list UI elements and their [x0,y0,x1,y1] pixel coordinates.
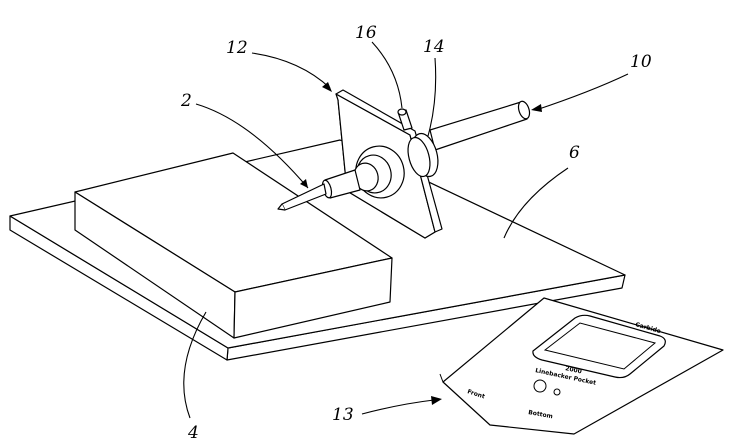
label-4: 4 [187,423,199,443]
label-12: 12 [226,38,248,58]
arrow-12 [322,82,332,92]
tool [277,169,361,211]
arrow-13 [431,396,442,405]
label-14: 14 [423,37,445,57]
template-line1: 2000 [565,365,583,375]
pin [397,108,413,131]
label-16: 16 [355,23,377,43]
label-6: 6 [569,143,580,163]
arrow-2 [300,179,308,188]
label-2: 2 [180,91,192,111]
block [74,152,393,339]
template: 2000 Linebacker Pocket Carbide Front Bot… [439,297,724,435]
hub [407,132,439,178]
template-corner-bottom: Bottom [528,409,554,420]
shaft [429,100,531,151]
reference-labels: 2 12 16 14 10 6 4 13 [180,23,652,443]
arrow-10 [531,104,542,112]
collar [353,145,405,199]
label-13: 13 [332,405,354,425]
label-10: 10 [630,52,652,72]
